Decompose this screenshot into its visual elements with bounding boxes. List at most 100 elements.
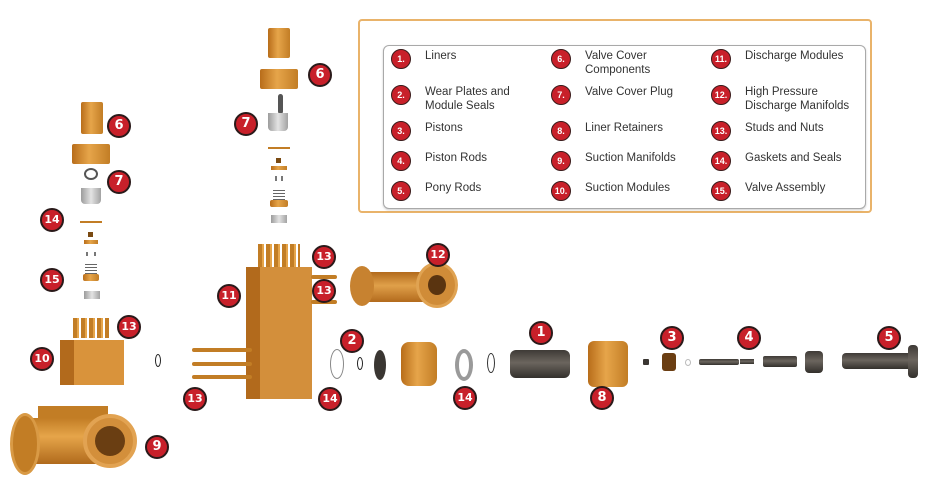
piston-part bbox=[662, 353, 676, 371]
callout-14: 14 bbox=[40, 208, 64, 232]
piston-rod-stud-part bbox=[740, 359, 754, 364]
legend-item-hp-discharge-manifolds: 12. High Pressure Discharge Manifolds bbox=[711, 85, 865, 113]
wear-plate-part bbox=[374, 350, 386, 380]
front-stud-part bbox=[192, 375, 252, 379]
valve-part bbox=[271, 166, 287, 170]
module-seal-part bbox=[401, 342, 437, 386]
callout-14: 14 bbox=[318, 387, 342, 411]
o-ring-part bbox=[357, 357, 363, 370]
legend-badge: 3. bbox=[391, 121, 411, 141]
piston-rod-end-part bbox=[763, 356, 797, 367]
legend-label: Piston Rods bbox=[425, 152, 488, 164]
piston-nut-part bbox=[643, 359, 649, 365]
valve-body-part bbox=[83, 274, 99, 281]
valve-seat-part bbox=[276, 158, 281, 163]
liner-retainer-part bbox=[588, 341, 628, 387]
callout-1: 1 bbox=[529, 321, 553, 345]
valve-insert-part bbox=[271, 215, 287, 223]
legend-label: Wear Plates and Module Seals bbox=[425, 86, 510, 112]
legend-item-suction-modules: 10. Suction Modules bbox=[551, 181, 705, 201]
legend-item-gaskets-seals: 14.Gaskets and Seals bbox=[711, 151, 865, 171]
legend-label: Liners bbox=[425, 50, 457, 62]
legend-item-wear-plates: 2. Wear Plates and Module Seals bbox=[391, 85, 545, 113]
legend-badge: 8. bbox=[551, 121, 571, 141]
liner-seal-part bbox=[455, 349, 473, 381]
legend-item-pony-rods: 5. Pony Rods bbox=[391, 181, 545, 201]
legend-label: Discharge Modules bbox=[745, 50, 844, 62]
suction-module-block-part bbox=[60, 340, 124, 385]
legend-badge: 9. bbox=[551, 151, 571, 171]
callout-2: 2 bbox=[340, 329, 364, 353]
callout-7: 7 bbox=[234, 112, 258, 136]
callout-10: 10 bbox=[30, 347, 54, 371]
legend-badge: 15. bbox=[711, 181, 731, 201]
front-stud-part bbox=[192, 362, 252, 366]
gasket-part bbox=[268, 147, 290, 149]
callout-13: 13 bbox=[183, 387, 207, 411]
legend-label: Suction Manifolds bbox=[585, 152, 676, 164]
legend-badge: 5. bbox=[391, 181, 411, 201]
valve-cover-cap-part bbox=[268, 28, 290, 58]
callout-14: 14 bbox=[453, 386, 477, 410]
legend-label: High Pressure Discharge Manifolds bbox=[745, 86, 850, 112]
callout-9: 9 bbox=[145, 435, 169, 459]
manifold-flange-part bbox=[416, 262, 458, 308]
legend-item-pistons: 3. Pistons bbox=[391, 121, 545, 141]
legend-badge: 1. bbox=[391, 49, 411, 69]
manifold-end-flange-part bbox=[350, 266, 374, 306]
valve-part bbox=[84, 240, 98, 244]
legend-label: Valve Cover Plug bbox=[585, 86, 673, 98]
legend-label: Suction Modules bbox=[585, 182, 671, 194]
legend-item-piston-rods: 4. Piston Rods bbox=[391, 151, 545, 171]
valve-spring-part bbox=[273, 190, 285, 200]
manifold-right-flange-part bbox=[83, 414, 137, 468]
valve-plug-handle-part bbox=[84, 168, 98, 180]
callout-11: 11 bbox=[217, 284, 241, 308]
gasket-ring-part bbox=[330, 349, 344, 379]
manifold-bore bbox=[95, 426, 125, 456]
valve-seat-part bbox=[88, 232, 93, 237]
callout-12: 12 bbox=[426, 243, 450, 267]
piston-washer-part bbox=[685, 359, 691, 366]
discharge-module-block-part bbox=[246, 267, 312, 399]
callout-4: 4 bbox=[737, 326, 761, 350]
legend-item-liners: 1. Liners bbox=[391, 49, 545, 69]
valve-cover-ring-part bbox=[72, 144, 110, 164]
legend-label: Valve Assembly bbox=[745, 182, 826, 194]
valve-body-part bbox=[270, 200, 288, 207]
callout-3: 3 bbox=[660, 326, 684, 350]
valve-cover-plug-part bbox=[268, 113, 288, 131]
valve-cover-plug-part bbox=[81, 188, 101, 204]
module-studs-part bbox=[73, 318, 109, 338]
legend-item-valve-assembly: 15. Valve Assembly bbox=[711, 181, 865, 201]
legend-label: Pistons bbox=[425, 122, 463, 134]
valve-spring-part bbox=[85, 264, 97, 274]
legend-label: Studs and Nuts bbox=[745, 122, 824, 134]
legend-badge: 7. bbox=[551, 85, 571, 105]
pony-rod-part bbox=[842, 353, 912, 369]
callout-13: 13 bbox=[312, 279, 336, 303]
legend-badge: 12. bbox=[711, 85, 731, 105]
callout-8: 8 bbox=[590, 386, 614, 410]
legend-badge: 4. bbox=[391, 151, 411, 171]
valve-plug-handle-part bbox=[278, 94, 283, 114]
legend-badge: 14. bbox=[711, 151, 731, 171]
valve-cover-ring-part bbox=[260, 69, 298, 89]
callout-7: 7 bbox=[107, 170, 131, 194]
legend-label: Pony Rods bbox=[425, 182, 482, 194]
legend-badge: 10. bbox=[551, 181, 571, 201]
legend-badge: 11. bbox=[711, 49, 731, 69]
legend-item-suction-manifolds: 9. Suction Manifolds bbox=[551, 151, 705, 171]
legend-item-liner-retainers: 8.Liner Retainers bbox=[551, 121, 705, 141]
legend-item-studs-nuts: 13.Studs and Nuts bbox=[711, 121, 865, 141]
valve-pins-part bbox=[275, 176, 283, 181]
gasket-part bbox=[80, 221, 102, 223]
module-studs-top-part bbox=[258, 244, 300, 268]
pony-rod-flange-part bbox=[908, 345, 918, 378]
valve-cover-cap-part bbox=[81, 102, 103, 134]
rod-clamp-part bbox=[805, 351, 823, 373]
legend-badge: 2. bbox=[391, 85, 411, 105]
manifold-top-flange-part bbox=[38, 406, 108, 418]
callout-15: 15 bbox=[40, 268, 64, 292]
piston-rod-part bbox=[699, 359, 739, 365]
